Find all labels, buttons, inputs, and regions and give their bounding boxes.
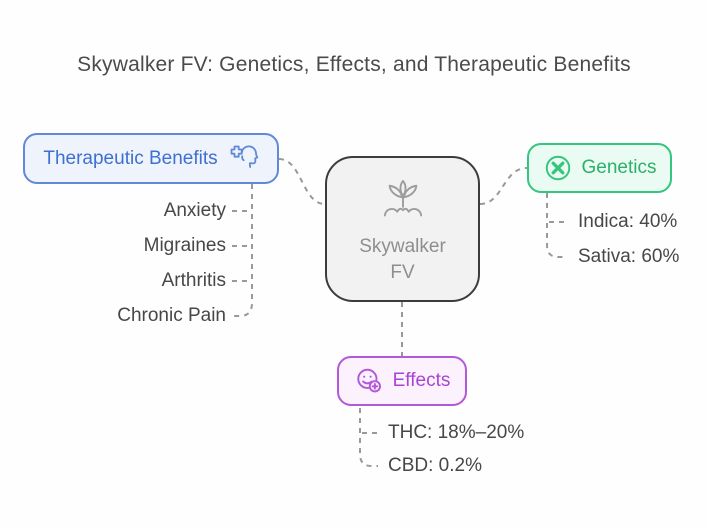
therapeutic-benefits-label: Therapeutic Benefits <box>43 147 218 169</box>
benefit-item-anxiety: Anxiety <box>163 200 226 221</box>
benefit-item-chronic-pain: Chronic Pain <box>117 305 226 326</box>
center-node-line1: Skywalker <box>359 235 446 257</box>
benefit-item-arthritis: Arthritis <box>161 270 226 291</box>
center-node-line2: FV <box>390 262 415 283</box>
effects-branch-trunk <box>359 408 378 467</box>
head-plus-icon <box>227 143 259 175</box>
diagram-title: Skywalker FV: Genetics, Effects, and The… <box>77 53 631 76</box>
node-genetics: Genetics <box>527 143 672 193</box>
genetics-item-indica: Indica: 40% <box>578 211 678 232</box>
plant-sprout-icon <box>380 178 426 228</box>
smiley-plus-icon <box>354 366 384 396</box>
effects-item-thc: THC: 18%–20% <box>388 422 525 443</box>
therapeutic-branch-trunk <box>232 184 253 317</box>
genetics-item-sativa: Sativa: 60% <box>578 246 680 267</box>
effects-item-cbd: CBD: 0.2% <box>388 455 482 476</box>
node-effects: Effects <box>337 356 467 406</box>
effects-label: Effects <box>392 370 451 391</box>
chromosome-circle-icon <box>543 153 573 183</box>
node-skywalker-fv: Skywalker FV <box>325 156 480 302</box>
genetics-branch-trunk <box>546 193 566 258</box>
genetics-label: Genetics <box>581 157 657 178</box>
benefit-item-migraines: Migraines <box>143 235 226 256</box>
edge-center-to-genetics <box>479 167 528 205</box>
center-node-label: Skywalker FV <box>359 234 446 286</box>
edge-center-to-therapeutic <box>278 158 326 205</box>
node-therapeutic-benefits: Therapeutic Benefits <box>23 133 279 184</box>
